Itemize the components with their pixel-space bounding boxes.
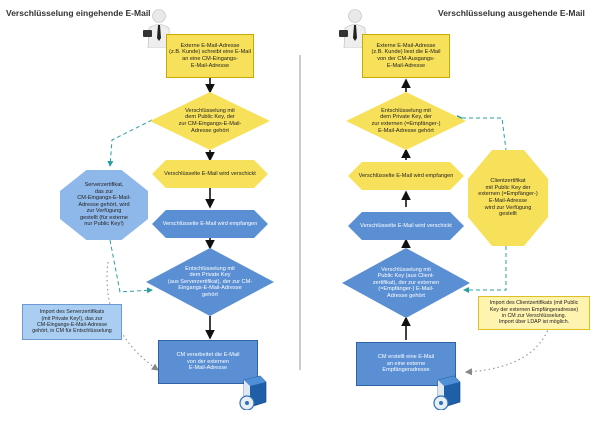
left-title: Verschlüsselung eingehende E-Mail — [6, 8, 151, 18]
right-node-sent: Verschlüsselte E-Mail wird verschickt — [348, 212, 464, 240]
right-node-cm-create: CM erstellt eine E-Mail an eine externe … — [356, 342, 456, 386]
person-icon-left — [143, 9, 171, 48]
left-server-certificate: Serverzertifikat, das zur CM-Eingangs-E-… — [60, 170, 148, 240]
right-title: Verschlüsselung ausgehende E-Mail — [438, 8, 585, 18]
right-node-received: Verschlüsselte E-Mail wird empfangen — [348, 162, 464, 190]
left-node-sent: Verschlüsselte E-Mail wird verschickt — [152, 160, 268, 188]
cm-software-box-icon-right — [433, 375, 461, 410]
left-node-received: Verschlüsselte E-Mail wird empfangen — [152, 210, 268, 238]
right-client-certificate: Clientzertifikat mit Public Key der exte… — [468, 150, 548, 246]
cm-software-box-icon-left — [239, 375, 267, 410]
person-icon-right — [339, 9, 367, 48]
left-node-external-sender: Externe E-Mail-Adresse (z.B. Kunde) schr… — [166, 34, 254, 78]
left-node-cm-process: CM verarbeitet die E-Mail von der extern… — [158, 340, 258, 384]
right-node-external-reader: Externe E-Mail-Adresse (z.B. Kunde) lies… — [362, 34, 450, 78]
right-import-note: Import des Clientzertifikats (mit Public… — [478, 296, 590, 330]
left-import-note: Import des Serverzertifikats (mit Privat… — [22, 304, 122, 340]
